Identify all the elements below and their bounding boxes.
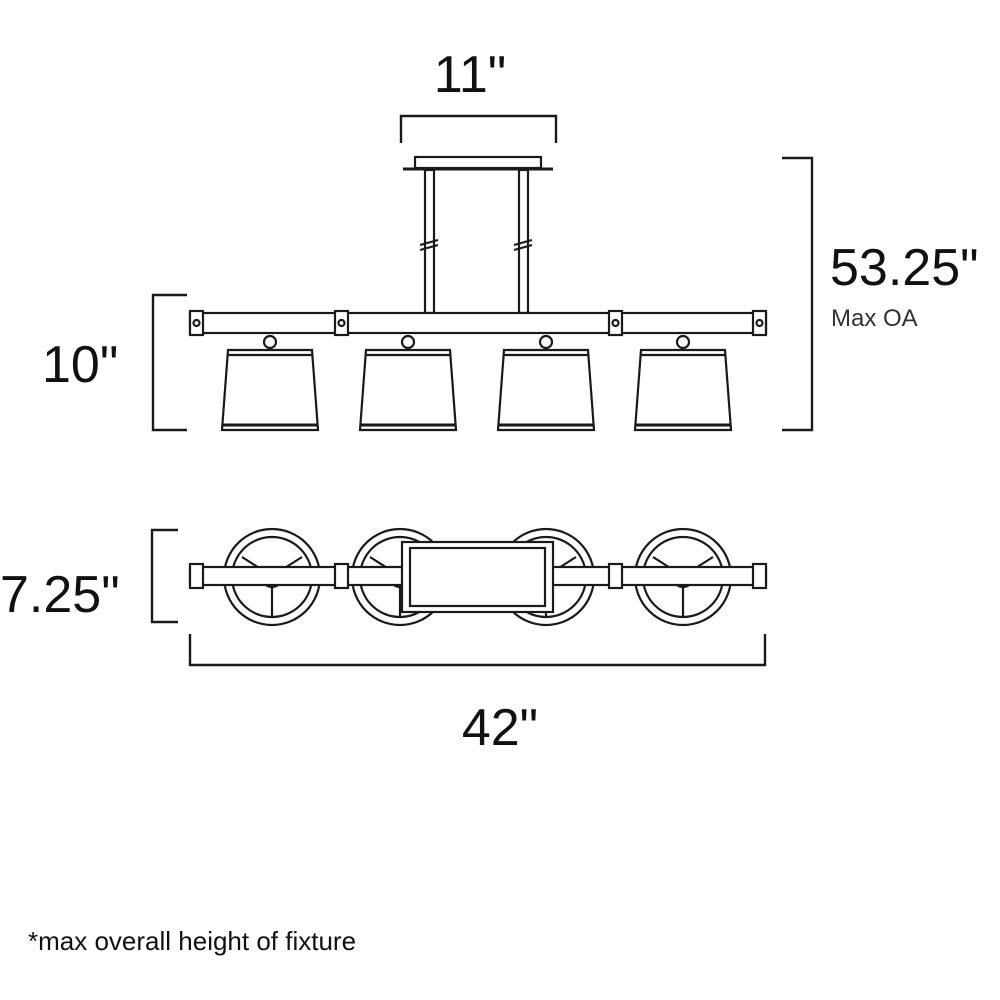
lamp-shade [220, 334, 320, 432]
bracket [751, 309, 768, 337]
fixture-height-label: 10" [42, 336, 118, 394]
canopy-width-dimension: 11" [399, 46, 558, 143]
canopy-width-label: 11" [434, 46, 506, 104]
fixture-height-dimension: 10" [42, 293, 187, 432]
bracket [333, 309, 350, 337]
bar [188, 311, 768, 335]
footnote: *max overall height of fixture [28, 926, 356, 956]
bracket [607, 309, 624, 337]
front-view [188, 155, 768, 432]
lamp-shade [633, 334, 733, 432]
bracket [333, 562, 350, 590]
overall-height-dimension: 53.25" Max OA [782, 156, 979, 432]
canopy [413, 155, 543, 170]
bracket [607, 562, 624, 590]
overall-height-note: Max OA [831, 305, 918, 332]
top-view [188, 527, 768, 627]
depth-dimension: 7.25" [0, 528, 178, 624]
length-label: 42" [462, 699, 538, 757]
lamp-shade [358, 334, 458, 432]
depth-label: 7.25" [0, 566, 120, 624]
bracket [188, 562, 205, 590]
bracket [751, 562, 768, 590]
overall-height-label: 53.25" [830, 239, 979, 297]
bracket [188, 309, 205, 337]
length-dimension: 42" [188, 634, 767, 757]
lamp-shade [496, 334, 596, 432]
